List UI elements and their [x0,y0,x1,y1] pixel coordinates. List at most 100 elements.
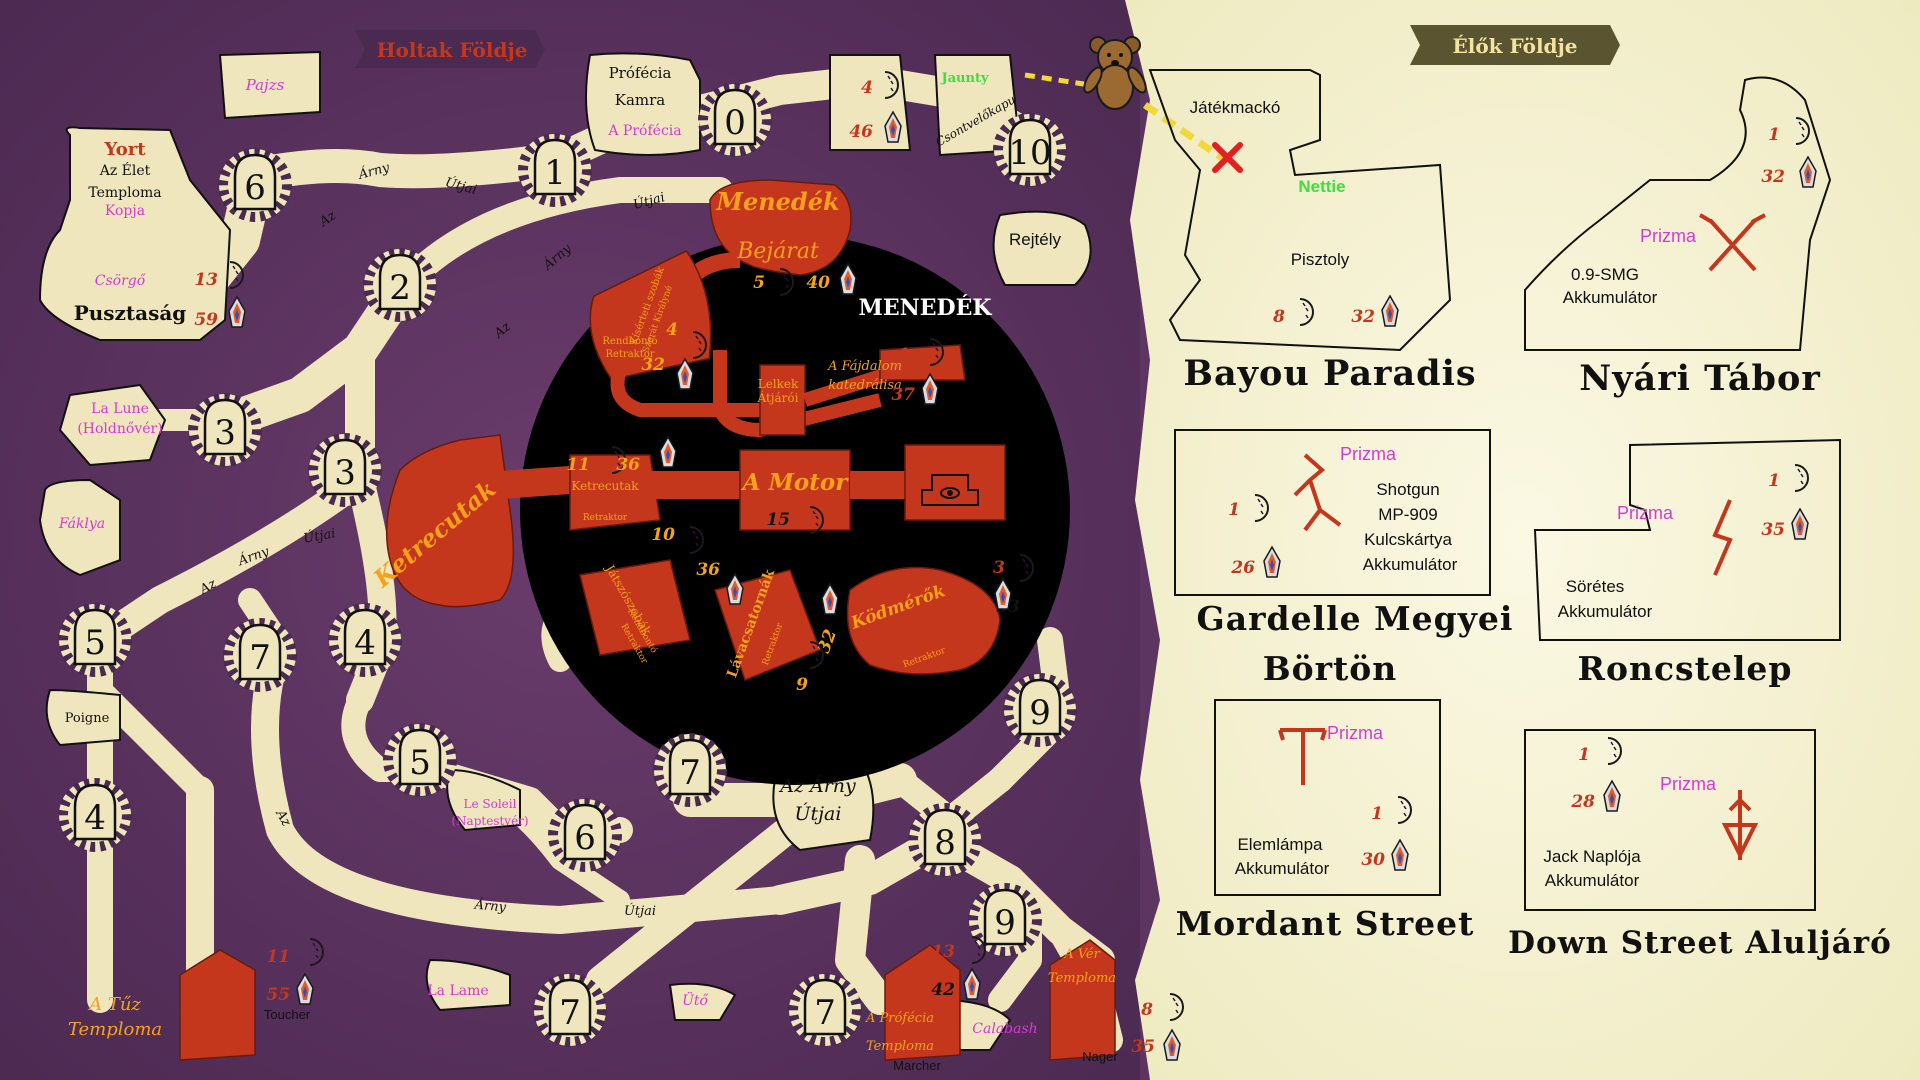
svg-text:55: 55 [266,985,290,1005]
gate-number: 2 [389,268,411,308]
svg-text:Lelkek: Lelkek [758,377,799,391]
svg-text:Rejtély: Rejtély [1009,230,1061,249]
svg-text:Temploma: Temploma [1048,971,1116,986]
svg-text:10: 10 [651,525,675,545]
bayou-paradis-area: Játékmackó Nettie Pisztoly 8 32 Bayou Pa… [1148,68,1476,394]
svg-text:Mordant Street: Mordant Street [1176,904,1475,943]
svg-text:4: 4 [861,78,873,98]
svg-text:Prizma: Prizma [1640,226,1697,246]
svg-text:Prizma: Prizma [1660,774,1717,794]
svg-text:1: 1 [1578,745,1590,765]
prism-symbol-icon [1278,728,1327,785]
svg-text:Nettie: Nettie [1298,177,1345,196]
svg-text:32: 32 [641,355,665,375]
svg-text:11: 11 [566,455,590,475]
svg-text:Temploma: Temploma [68,1019,162,1040]
svg-text:Marcher: Marcher [893,1058,941,1073]
svg-text:Jack Naplója: Jack Naplója [1543,847,1641,866]
gates: 6 1 0 10 2 3 3 5 7 4 5 4 7 6 8 9 9 7 7 [59,84,1076,1046]
svg-text:26: 26 [1230,558,1255,578]
svg-text:5: 5 [753,273,765,293]
svg-text:Akkumulátor: Akkumulátor [1545,871,1640,890]
svg-text:Játékmackó: Játékmackó [1190,98,1281,117]
svg-text:30: 30 [1361,850,1385,870]
prism-symbol-icon [1293,453,1342,532]
gate-number: 4 [354,623,376,663]
svg-text:Az Élet: Az Élet [99,161,151,179]
prism-symbol-icon [1698,213,1766,272]
gate-number: 3 [334,453,356,493]
svg-text:36: 36 [616,455,640,475]
living-banner [1410,25,1620,65]
svg-text:1: 1 [1228,500,1240,520]
gate-number: 10 [1008,133,1051,173]
svg-text:Shotgun: Shotgun [1376,480,1439,499]
svg-text:32: 32 [1761,167,1785,187]
gate-number: 6 [244,168,266,208]
svg-text:Az Árny: Az Árny [778,774,856,797]
living-land-title: Élők Földje [1453,34,1578,58]
svg-text:A Motor: A Motor [741,469,850,496]
svg-text:A Prófécia: A Prófécia [865,1011,934,1026]
svg-text:Akkumulátor: Akkumulátor [1558,602,1653,621]
red-zones [179,179,1116,1061]
svg-text:Jaunty: Jaunty [940,71,988,86]
svg-text:59: 59 [194,310,218,330]
gate-number: 7 [814,993,836,1033]
svg-text:Roncstelep: Roncstelep [1578,649,1793,688]
svg-text:Akkumulátor: Akkumulátor [1363,555,1458,574]
gate-number: 0 [724,103,746,143]
svg-text:Prizma: Prizma [1327,723,1384,743]
gate-number: 9 [994,903,1016,943]
svg-text:4: 4 [666,320,678,340]
svg-text:Retraktor: Retraktor [605,349,654,360]
svg-text:Pisztoly: Pisztoly [1291,250,1350,269]
svg-text:35: 35 [1131,1037,1155,1057]
svg-text:42: 42 [931,980,955,1000]
svg-text:28: 28 [1570,792,1595,812]
teddy-link-line [1143,102,1227,163]
svg-text:Útjai: Útjai [795,802,842,825]
svg-text:Bejárat: Bejárat [736,239,819,264]
svg-text:35: 35 [1761,520,1785,540]
svg-text:Nyári Tábor: Nyári Tábor [1579,358,1821,399]
svg-text:Down Street Aluljáró: Down Street Aluljáró [1508,925,1892,961]
svg-text:Elemlámpa: Elemlámpa [1237,835,1323,854]
svg-text:9: 9 [796,675,808,695]
svg-text:A Tűz: A Tűz [87,994,141,1015]
svg-text:0.9-SMG: 0.9-SMG [1571,265,1639,284]
svg-text:(Naptestvér): (Naptestvér) [451,814,528,828]
svg-text:A Vér: A Vér [1063,947,1100,962]
svg-text:Árny: Árny [473,897,507,916]
dead-land-title: Holtak Földje [377,38,528,62]
svg-text:A Prófécia: A Prófécia [607,123,681,139]
svg-text:46: 46 [849,122,873,142]
prism-symbol-icon [1712,499,1733,576]
x-mark-icon [1212,142,1243,173]
engine-symbol-icon [921,474,979,506]
gate-number: 7 [679,753,701,793]
mordant-street-area: Prizma 1 30 Elemlámpa Akkumulátor Mordan… [1176,699,1475,943]
gate-number: 9 [1029,693,1051,733]
svg-text:Yort: Yort [103,139,146,160]
svg-text:MP-909: MP-909 [1378,505,1438,524]
svg-text:Börtön: Börtön [1263,649,1398,688]
gate-number: 7 [559,993,581,1033]
svg-text:Csörgő: Csörgő [95,273,147,289]
jaunty-link-line [1024,72,1091,88]
svg-text:Toucher: Toucher [264,1007,311,1022]
gate-number: 4 [84,798,106,838]
svg-text:Le Soleil: Le Soleil [464,797,517,811]
down-street-area: 1 28 Prizma Jack Naplója Akkumulátor Dow… [1508,729,1892,961]
svg-text:Útjai: Útjai [624,902,656,919]
gate-number: 5 [84,623,106,663]
svg-text:Retraktor: Retraktor [583,513,628,523]
svg-text:1: 1 [1371,804,1383,824]
svg-text:Útjai: Útjai [302,524,337,546]
svg-text:37: 37 [891,385,915,405]
svg-text:(Holdnővér): (Holdnővér) [77,421,162,437]
svg-text:Prizma: Prizma [1340,444,1397,464]
svg-text:15: 15 [766,510,790,530]
gate-number: 7 [249,638,271,678]
